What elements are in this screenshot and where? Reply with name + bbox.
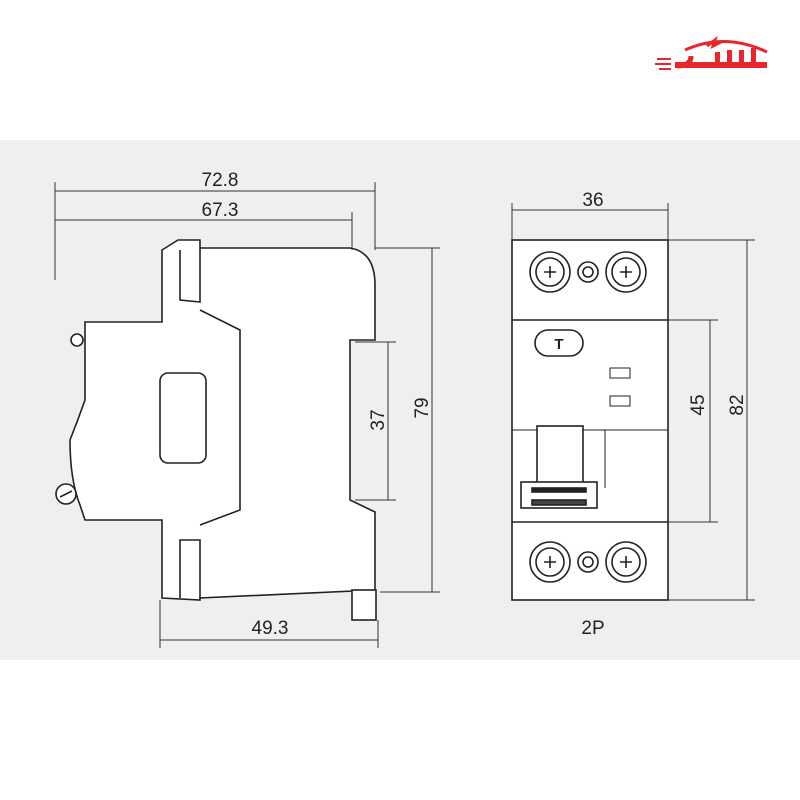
dim-front-height: 82 — [727, 394, 748, 415]
test-button — [534, 329, 584, 357]
toggle-lever — [536, 425, 584, 485]
dim-front-width: 36 — [582, 190, 603, 211]
brand-logo — [655, 36, 768, 70]
dim-height: 79 — [412, 397, 433, 418]
side-dimensions — [54, 182, 440, 648]
terminal-screw-icon — [605, 251, 647, 293]
poles-label: 2P — [581, 618, 604, 639]
dim-window-height: 45 — [688, 394, 709, 415]
dim-body-width: 67.3 — [202, 200, 239, 221]
front-view — [511, 239, 669, 601]
side-view — [55, 239, 377, 621]
dim-rail-height: 37 — [368, 409, 389, 430]
terminal-screw-icon — [605, 541, 647, 583]
test-button-label: T — [554, 336, 563, 353]
terminal-screw-icon — [529, 541, 571, 583]
front-dimensions — [511, 203, 755, 601]
dim-depth: 49.3 — [252, 618, 289, 639]
dim-overall-width: 72.8 — [202, 170, 239, 191]
terminal-screw-icon — [529, 251, 571, 293]
